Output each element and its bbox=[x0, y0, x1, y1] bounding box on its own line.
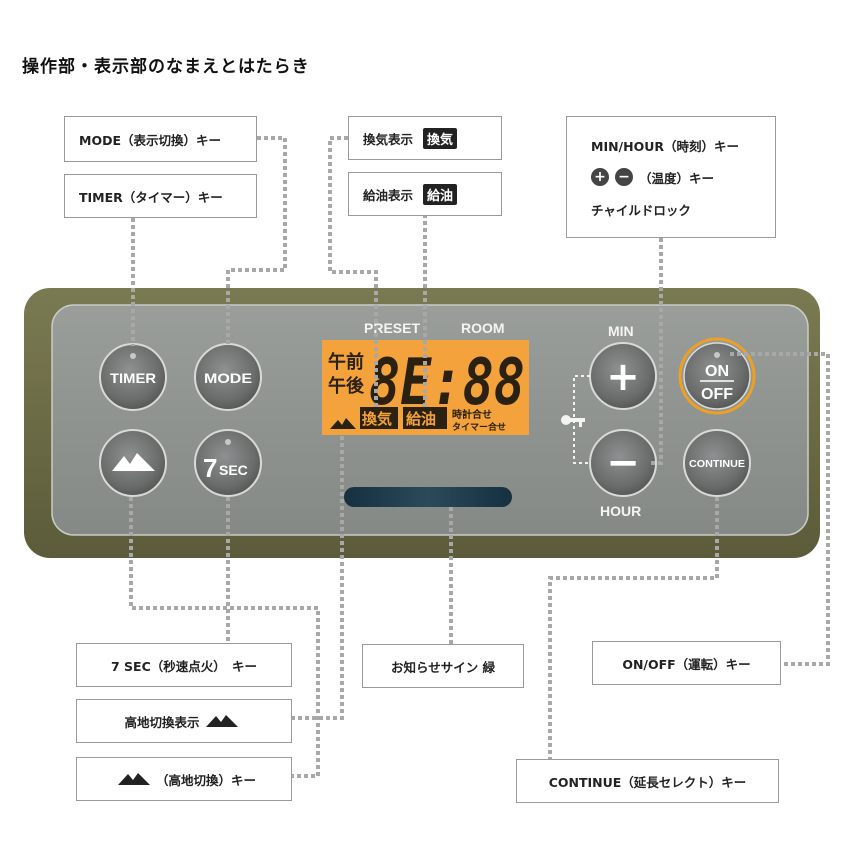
min-plus-button[interactable]: + bbox=[589, 342, 657, 410]
callout-child-lock-text: チャイルドロック bbox=[591, 202, 691, 218]
preset-label: PRESET bbox=[364, 320, 420, 336]
leader-min-hour bbox=[650, 238, 663, 465]
lcd-display: 午前 午後 8E:88 換気 給油 時計合せ タイマー合せ bbox=[322, 340, 529, 435]
callout-on-off-text: ON/OFF（運転）キー bbox=[622, 656, 751, 672]
mountain-icon bbox=[117, 773, 150, 785]
mountain-icon bbox=[112, 453, 155, 471]
callout-kyuyu: 給油表示 給油 bbox=[348, 172, 502, 216]
callout-mode-text: MODE（表示切換）キー bbox=[79, 132, 221, 148]
hour-label: HOUR bbox=[600, 503, 641, 519]
timer-button[interactable]: TIMER bbox=[99, 343, 167, 411]
leader-lines bbox=[129, 136, 830, 778]
callout-notice-text: お知らせサイン 緑 bbox=[390, 659, 496, 675]
continue-button-label: CONTINUE bbox=[689, 459, 745, 470]
callout-on-off: ON/OFF（運転）キー bbox=[592, 641, 781, 685]
seven-sec-number: 7 bbox=[203, 453, 217, 483]
callout-altitude-key: （高地切換）キー bbox=[76, 757, 292, 801]
minus-circle-icon: − bbox=[615, 168, 633, 186]
hour-minus-button[interactable]: − bbox=[589, 429, 657, 497]
lcd-kyuyu: 給油 bbox=[406, 410, 436, 428]
callout-min-hour-text: MIN/HOUR（時刻）キー bbox=[591, 138, 739, 154]
callout-continue: CONTINUE（延長セレクト）キー bbox=[516, 759, 779, 803]
on-label: ON bbox=[705, 363, 729, 380]
mountain-icon bbox=[205, 715, 238, 727]
mode-button[interactable]: MODE bbox=[194, 343, 262, 411]
min-label: MIN bbox=[608, 323, 634, 339]
callout-temp-row: + − （温度）キー bbox=[591, 168, 714, 187]
callout-seven-sec: 7 SEC（秒速点火） キー bbox=[76, 643, 292, 687]
callout-mode: MODE（表示切換）キー bbox=[64, 116, 257, 162]
lcd-clock-set: 時計合せ bbox=[452, 408, 492, 421]
callout-timer-text: TIMER（タイマー）キー bbox=[79, 189, 223, 205]
child-lock-indicator bbox=[561, 375, 590, 464]
notice-sign-lamp bbox=[344, 487, 512, 507]
plus-circle-icon: + bbox=[591, 168, 609, 186]
callout-altitude-key-text: （高地切換）キー bbox=[155, 772, 256, 788]
lcd-pm: 午後 bbox=[328, 375, 365, 397]
lcd-timer-set: タイマー合せ bbox=[452, 421, 506, 433]
callout-notice: お知らせサイン 緑 bbox=[362, 644, 524, 688]
callout-continue-text: CONTINUE（延長セレクト）キー bbox=[548, 774, 747, 790]
lcd-kanki: 換気 bbox=[362, 410, 392, 428]
callout-kanki-badge: 換気 bbox=[423, 127, 458, 149]
callout-kanki-text: 換気表示 bbox=[363, 131, 414, 147]
callout-kyuyu-badge: 給油 bbox=[423, 183, 458, 205]
seven-sec-unit: SEC bbox=[219, 462, 248, 478]
off-label: OFF bbox=[701, 386, 733, 403]
seven-sec-button[interactable]: 7 SEC bbox=[194, 429, 262, 497]
page-title: 操作部・表示部のなまえとはたらき bbox=[22, 57, 310, 77]
leader-altitude-key bbox=[129, 497, 320, 778]
plus-icon: + bbox=[606, 354, 640, 400]
callout-kanki: 換気表示 換気 bbox=[348, 116, 502, 160]
continue-button[interactable]: CONTINUE bbox=[683, 429, 751, 497]
key-icon bbox=[561, 415, 571, 425]
callout-altitude-display-text: 高地切換表示 bbox=[124, 714, 200, 730]
callout-timer: TIMER（タイマー）キー bbox=[64, 174, 257, 218]
mode-button-label: MODE bbox=[204, 370, 252, 386]
altitude-button[interactable] bbox=[99, 429, 167, 497]
leader-continue bbox=[548, 497, 719, 759]
callout-seven-sec-text: 7 SEC（秒速点火） キー bbox=[110, 658, 257, 674]
lcd-mountain-icon bbox=[330, 418, 356, 429]
leader-altitude-display bbox=[292, 436, 344, 720]
callout-altitude-display: 高地切換表示 bbox=[76, 699, 292, 743]
minus-icon: − bbox=[606, 440, 640, 486]
leader-on-off bbox=[730, 352, 830, 666]
timer-button-label: TIMER bbox=[110, 370, 156, 386]
callout-kyuyu-text: 給油表示 bbox=[363, 187, 414, 203]
callout-min-hour: MIN/HOUR（時刻）キー + − （温度）キー チャイルドロック bbox=[566, 116, 776, 238]
room-label: ROOM bbox=[461, 320, 505, 336]
lcd-am: 午前 bbox=[328, 351, 364, 373]
callout-temp-text: （温度）キー bbox=[639, 170, 715, 186]
on-off-button[interactable]: ON OFF bbox=[678, 337, 756, 415]
